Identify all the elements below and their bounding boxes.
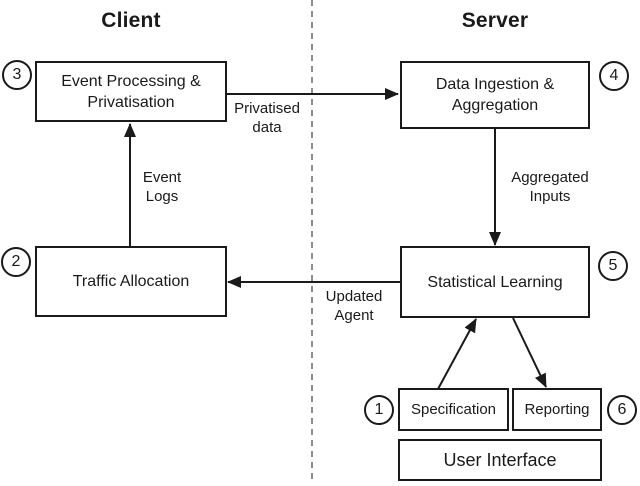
edge-label-aggregated-inputs: Aggregated Inputs <box>504 168 596 206</box>
arrow-specification-to-learning <box>437 318 477 390</box>
client-region-title: Client <box>101 9 161 32</box>
step-badge-5: 5 <box>598 251 628 281</box>
node-event-processing-label-line1: Event Processing & <box>61 72 201 90</box>
node-event-processing: Event Processing & Privatisation <box>35 61 227 122</box>
edge-label-privatised-data: Privatised data <box>227 99 307 137</box>
node-traffic-allocation: Traffic Allocation <box>35 246 227 317</box>
edge-label-updated-agent-line2: Agent <box>334 307 374 324</box>
node-statistical-learning: Statistical Learning <box>400 246 590 318</box>
step-badge-4: 4 <box>599 61 629 91</box>
server-region-title: Server <box>461 9 529 32</box>
edge-label-privatised-data-line1: Privatised <box>234 100 300 117</box>
edge-label-updated-agent: Updated Agent <box>314 287 394 325</box>
node-event-processing-label-line2: Privatisation <box>87 93 175 111</box>
node-user-interface-label: User Interface <box>443 449 557 470</box>
node-traffic-allocation-label: Traffic Allocation <box>72 273 190 290</box>
edge-label-aggregated-inputs-line2: Inputs <box>529 188 571 205</box>
edge-label-updated-agent-line1: Updated <box>325 288 383 305</box>
node-statistical-learning-label: Statistical Learning <box>427 273 563 291</box>
node-data-ingestion-label-line2: Aggregation <box>451 97 539 114</box>
node-specification: Specification <box>398 388 509 431</box>
node-data-ingestion: Data Ingestion & Aggregation <box>400 61 590 129</box>
node-specification-label: Specification <box>410 401 497 418</box>
edge-label-privatised-data-line2: data <box>252 119 282 136</box>
node-data-ingestion-label-line1: Data Ingestion & <box>435 76 555 93</box>
edge-label-event-logs-line2: Logs <box>145 188 179 205</box>
node-reporting-label: Reporting <box>524 401 590 418</box>
step-badge-3: 3 <box>2 60 32 90</box>
step-badge-2: 2 <box>1 247 31 277</box>
step-badge-6: 6 <box>607 395 637 425</box>
node-reporting: Reporting <box>512 388 602 431</box>
step-badge-1: 1 <box>364 395 394 425</box>
node-user-interface: User Interface <box>398 439 602 481</box>
arrow-learning-to-reporting <box>512 317 547 388</box>
edge-label-aggregated-inputs-line1: Aggregated <box>511 169 589 186</box>
edge-label-event-logs-line1: Event <box>142 169 182 186</box>
edge-label-event-logs: Event Logs <box>122 168 202 206</box>
